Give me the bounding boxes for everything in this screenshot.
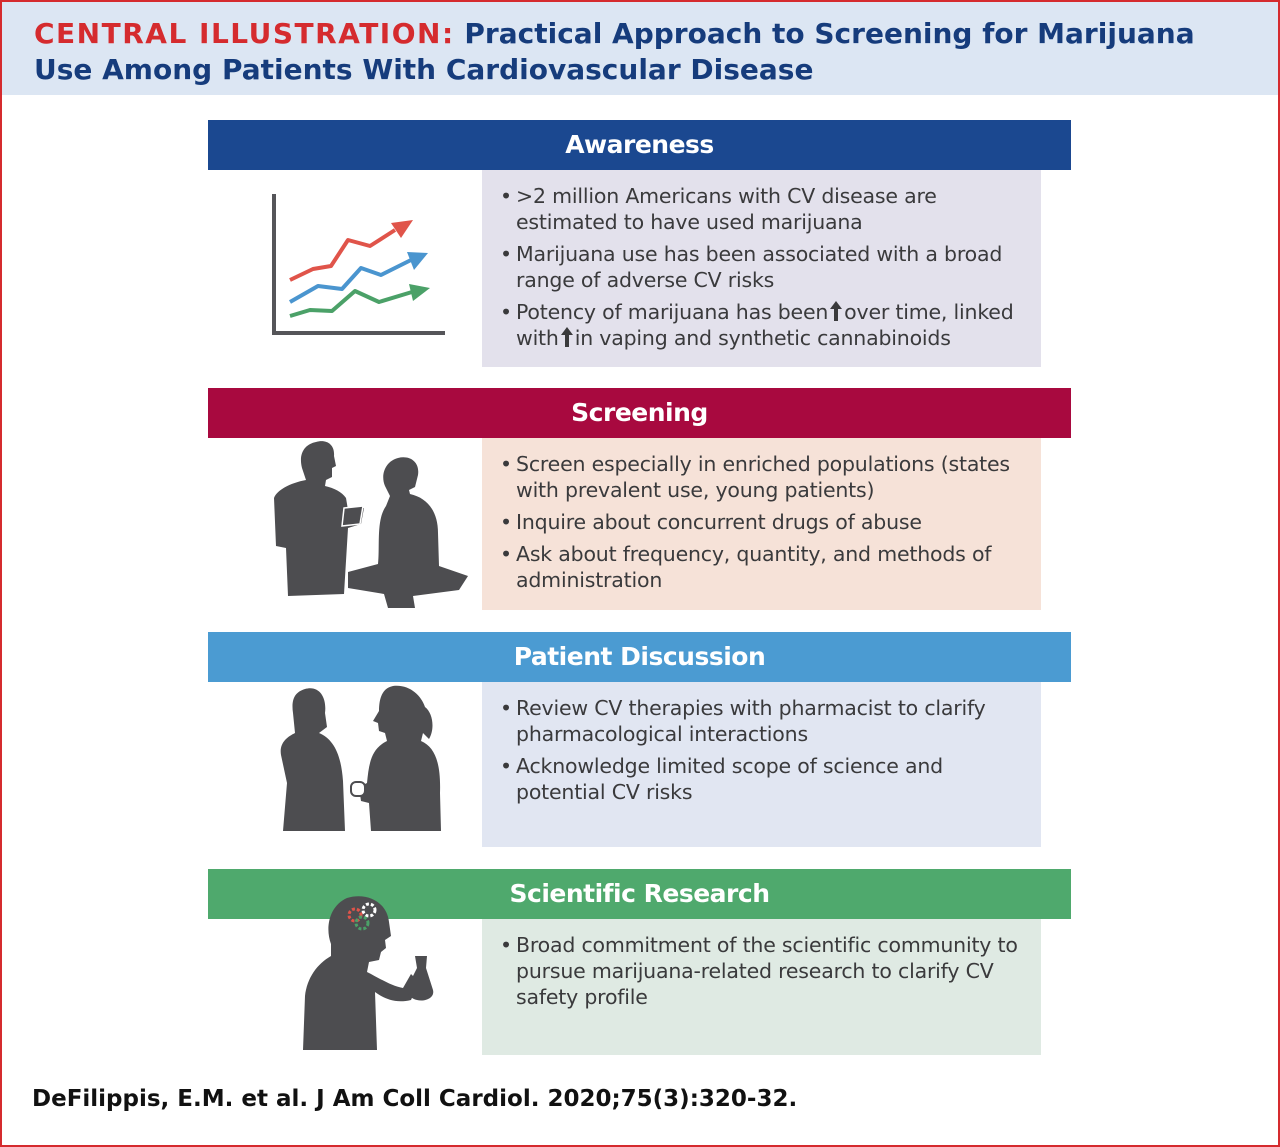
- line-chart-icon: [272, 194, 445, 335]
- list-item: Acknowledge limited scope of science and…: [500, 753, 1027, 805]
- up-arrow-icon: [830, 301, 843, 321]
- bullet-text: Potency of marijuana has been: [516, 300, 829, 324]
- section-header-awareness: Awareness: [208, 120, 1071, 170]
- doctor-patient-icon: [274, 441, 468, 608]
- citation: DeFilippis, E.M. et al. J Am Coll Cardio…: [32, 1086, 798, 1112]
- awareness-text-box: >2 million Americans with CV disease are…: [482, 170, 1041, 367]
- list-item: Ask about frequency, quantity, and metho…: [500, 541, 1027, 593]
- pharmacist-patient-icon: [280, 685, 441, 831]
- awareness-bullet-list: >2 million Americans with CV disease are…: [500, 183, 1027, 351]
- patient-discussion-bullet-list: Review CV therapies with pharmacist to c…: [500, 695, 1027, 805]
- list-item: Marijuana use has been associated with a…: [500, 241, 1027, 293]
- scientific-research-bullet-list: Broad commitment of the scientific commu…: [500, 932, 1027, 1010]
- list-item: Screen especially in enriched population…: [500, 451, 1027, 503]
- list-item: >2 million Americans with CV disease are…: [500, 183, 1027, 235]
- patient-discussion-text-box: Review CV therapies with pharmacist to c…: [482, 682, 1041, 847]
- section-header-screening: Screening: [208, 388, 1071, 438]
- list-item: Broad commitment of the scientific commu…: [500, 932, 1027, 1010]
- scientist-icon: [303, 896, 434, 1050]
- header: CENTRAL ILLUSTRATION: Practical Approach…: [2, 2, 1278, 95]
- screening-bullet-list: Screen especially in enriched population…: [500, 451, 1027, 593]
- screening-text-box: Screen especially in enriched population…: [482, 438, 1041, 610]
- section-header-patient-discussion: Patient Discussion: [208, 632, 1071, 682]
- title-text: Practical Approach to Screening for Mari…: [34, 17, 1195, 86]
- bullet-text: in vaping and synthetic cannabinoids: [574, 326, 951, 350]
- up-arrow-icon: [560, 327, 573, 347]
- title-tag: CENTRAL ILLUSTRATION:: [34, 17, 455, 50]
- scientific-research-text-box: Broad commitment of the scientific commu…: [482, 919, 1041, 1055]
- page-title: CENTRAL ILLUSTRATION: Practical Approach…: [34, 16, 1254, 88]
- bullet-text: over time, linked with: [516, 300, 1014, 350]
- list-item: Inquire about concurrent drugs of abuse: [500, 509, 1027, 535]
- gears-icon: [347, 902, 377, 931]
- section-header-scientific-research: Scientific Research: [208, 869, 1071, 919]
- list-item: Review CV therapies with pharmacist to c…: [500, 695, 1027, 747]
